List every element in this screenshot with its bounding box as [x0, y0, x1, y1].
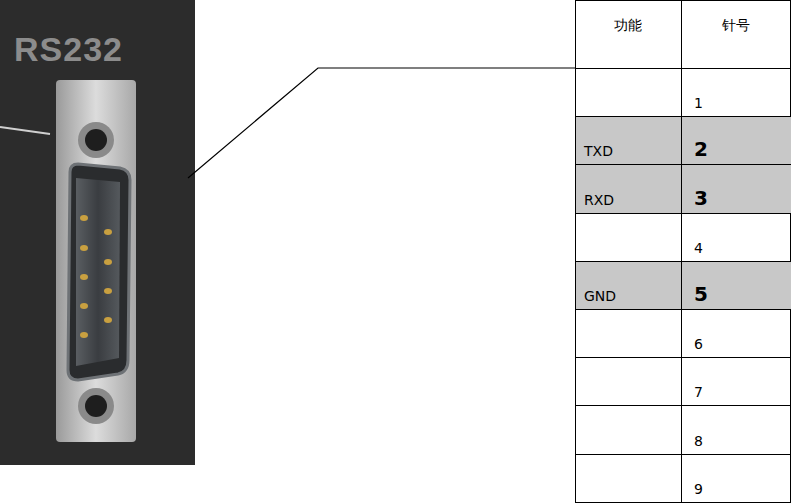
screw-ring [78, 122, 114, 158]
table-text: 5 [694, 282, 708, 306]
d-sub-insert [76, 178, 120, 366]
table-text: 4 [694, 240, 703, 256]
table-text: RXD [584, 192, 614, 208]
table-cell [575, 213, 681, 262]
mounting-plate [56, 80, 136, 442]
screw-ring [78, 388, 114, 424]
table-cell [575, 357, 681, 406]
table-cell: 3 [681, 164, 791, 213]
screw-hole [85, 129, 107, 151]
leader-line [188, 68, 575, 178]
table-cell: 2 [681, 116, 791, 165]
panel-mark [0, 127, 50, 134]
table-cell: 4 [681, 213, 791, 262]
table-frame [576, 1, 791, 503]
table-cell: 5 [681, 261, 791, 310]
table-text: 3 [694, 186, 708, 210]
table-cell [575, 454, 681, 503]
table-cell: 功能 [575, 0, 681, 68]
panel-ground [0, 0, 195, 465]
table-cell: 6 [681, 309, 791, 358]
table-text: 9 [694, 481, 703, 497]
table-cell: 8 [681, 405, 791, 454]
table-text: 2 [694, 137, 708, 161]
table-cell [575, 309, 681, 358]
table-cell: 1 [681, 68, 791, 117]
table-cell [575, 68, 681, 117]
table-cell: 针号 [681, 0, 791, 68]
table-text: GND [584, 288, 616, 304]
screw-hole [85, 395, 107, 417]
table-cell: TXD [575, 116, 681, 165]
table-cell: RXD [575, 164, 681, 213]
table-text: 功能 [614, 17, 642, 35]
table-text: TXD [584, 143, 613, 159]
table-text: 针号 [722, 17, 750, 35]
table-cell: 9 [681, 454, 791, 503]
d-sub-shell [68, 164, 130, 380]
panel-label: RS232 [14, 30, 123, 69]
table-text: 7 [694, 384, 703, 400]
pins [80, 215, 112, 338]
table-cell [575, 405, 681, 454]
table-cell: GND [575, 261, 681, 310]
table-text: 8 [694, 433, 703, 449]
table-text: 6 [694, 336, 703, 352]
table-text: 1 [694, 95, 703, 111]
table-cell: 7 [681, 357, 791, 406]
